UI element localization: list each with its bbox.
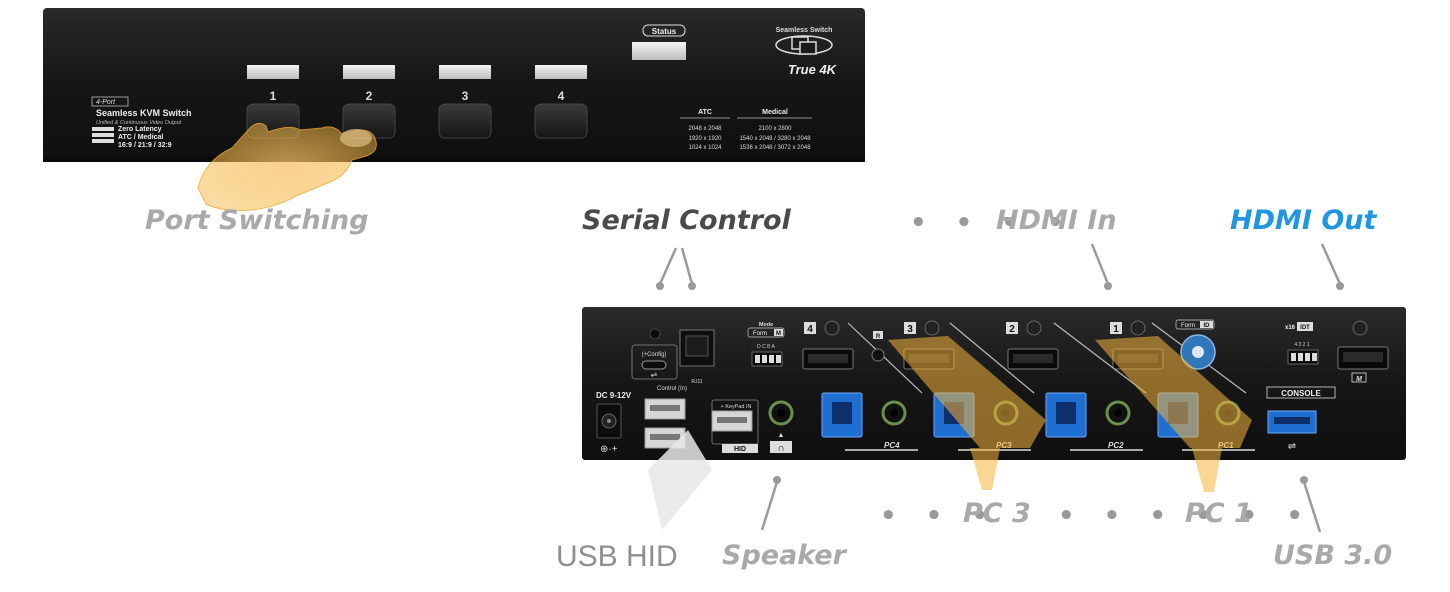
svg-text:x16: x16 [1285, 325, 1296, 331]
port-led-2 [343, 65, 395, 79]
port-led-1 [247, 65, 299, 79]
port-led-4 [535, 65, 587, 79]
port-number-3: 3 [462, 89, 469, 103]
feature-zero-latency: Zero Latency [118, 126, 162, 133]
hdmi-out-port[interactable]: M [1337, 346, 1389, 383]
pc4-port-group: 4 PC4 [802, 320, 918, 451]
svg-text:ID: ID [1204, 323, 1211, 329]
logo-true-4k: True 4K [788, 62, 838, 77]
serial-control-port[interactable]: RJ11 Control (In) [657, 329, 715, 392]
resolution-table: ATC Medical 2048 x 2048 1920 x 1920 1024… [680, 109, 812, 151]
console-label: CONSOLE [1281, 389, 1321, 398]
config-label: (+Config) [642, 352, 667, 358]
svg-text:M: M [1356, 376, 1362, 383]
pressing-hand-icon [197, 122, 377, 211]
pc3-callout: PC 3 [963, 498, 1031, 529]
medical-header: Medical [762, 109, 788, 116]
svg-text:R: R [876, 334, 881, 340]
port-switch-button-3[interactable] [438, 103, 492, 139]
port-led-3 [439, 65, 491, 79]
brand-series: 4-Port [96, 99, 116, 106]
config-port[interactable]: (+Config) ⇌ [631, 328, 678, 380]
port-button-4[interactable]: 4 [534, 65, 588, 139]
svg-text:PC2: PC2 [1108, 441, 1124, 450]
svg-text:3: 3 [907, 324, 913, 335]
callout-dots [656, 282, 1344, 484]
reset-button[interactable]: R [871, 331, 885, 362]
callout-leader-lines [658, 243, 1342, 533]
svg-text:4 3 2 1: 4 3 2 1 [1294, 342, 1310, 348]
logo-title: Seamless Switch [776, 27, 833, 34]
svg-text:1920 x 1920: 1920 x 1920 [688, 136, 722, 142]
port-button-3[interactable]: 3 [438, 65, 492, 139]
port-number-1: 1 [270, 89, 277, 103]
usb-c-port[interactable] [641, 360, 667, 370]
idt-dip-switch[interactable]: x16 IDT 4 3 2 1 [1285, 322, 1319, 365]
front-branding: 4-Port Seamless KVM Switch Unified & Con… [91, 96, 192, 149]
dc-power-jack[interactable]: DC 9-12V ⊕·+ [596, 391, 632, 455]
pc2-port-group: 2 PC2 [1006, 320, 1143, 451]
svg-text:1536 x 2048 / 3072 x 2048: 1536 x 2048 / 3072 x 2048 [739, 145, 811, 151]
svg-text:2048 x 2048: 2048 x 2048 [688, 126, 722, 132]
port-number-4: 4 [558, 89, 565, 103]
svg-text:1540 x 2048 / 3280 x 2048: 1540 x 2048 / 3280 x 2048 [739, 136, 811, 142]
pc3-dots: • • • [880, 501, 998, 531]
port-number-2: 2 [366, 89, 373, 103]
svg-text:IDT: IDT [1300, 325, 1310, 331]
svg-text:2100 x 2800: 2100 x 2800 [758, 126, 792, 132]
form-id-selector[interactable]: Form ID [1175, 319, 1216, 370]
status-led [632, 42, 686, 60]
svg-text:2: 2 [1009, 324, 1015, 335]
status-label: Status [652, 27, 677, 36]
pc1-dots: • • • • • • [1058, 501, 1313, 531]
atc-header: ATC [698, 109, 712, 116]
pc1-callout: PC 1 [1185, 498, 1253, 529]
speaker-jack[interactable]: ▲ ∩ [768, 400, 794, 454]
speaker-callout: Speaker [722, 540, 846, 571]
usb30-callout: USB 3.0 [1273, 540, 1393, 571]
feature-aspect-ratios: 16:9 / 21:9 / 32:9 [118, 142, 172, 149]
feature-atc-medical: ATC / Medical [118, 134, 163, 141]
svg-text:4: 4 [807, 324, 813, 335]
rj11-label: RJ11 [691, 379, 703, 385]
port-switching-callout: Port Switching [145, 205, 369, 236]
serial-control-callout: Serial Control [582, 205, 791, 236]
dc-polarity-icon: ⊕·+ [600, 444, 618, 455]
mode-label: Mode [759, 322, 773, 328]
product-name: Seamless KVM Switch [96, 108, 192, 118]
usb-symbol-icon: ⇌ [1288, 441, 1296, 452]
control-in-label: Control (In) [657, 386, 687, 392]
mode-dip-switch[interactable]: Mode Form M D C B A [747, 322, 785, 367]
svg-text:PC4: PC4 [884, 441, 900, 450]
usb-hid-ports[interactable]: + KeyPad IN HID [644, 398, 759, 453]
svg-text:1: 1 [1113, 324, 1119, 335]
hid-label: HID [734, 446, 746, 453]
rear-panel: DC 9-12V ⊕·+ (+Config) ⇌ RJ11 Control (I… [582, 307, 1406, 530]
seamless-switch-logo: Seamless Switch True 4K [775, 27, 838, 77]
headphone-icon: ∩ [777, 443, 784, 454]
hdmi-in-dots: • • • • [910, 208, 1074, 238]
svg-text:Form: Form [1181, 323, 1195, 329]
dip-letters: D C B A [757, 344, 775, 350]
highlight-overlays [648, 336, 1252, 530]
usb-hid-callout: USB HID [556, 540, 678, 573]
svg-text:M: M [776, 331, 781, 337]
status-indicator: Status [632, 24, 686, 60]
keypad-label: + KeyPad IN [720, 404, 751, 410]
hdmi-out-callout: HDMI Out [1230, 205, 1377, 236]
svg-text:▲: ▲ [778, 432, 785, 439]
port-switch-button-4[interactable] [534, 103, 588, 139]
dc-label: DC 9-12V [596, 391, 632, 400]
svg-text:1024 x 1024: 1024 x 1024 [688, 145, 722, 151]
hdmi-in-callout: HDMI In [996, 205, 1117, 236]
front-panel: 4-Port Seamless KVM Switch Unified & Con… [43, 8, 865, 211]
console-usb3-port[interactable]: CONSOLE ⇌ [1266, 386, 1336, 452]
usb-symbol-icon: ⇌ [651, 370, 658, 379]
product-tagline: Unified & Continuous Video Output [96, 120, 182, 126]
svg-text:Form: Form [753, 331, 767, 337]
